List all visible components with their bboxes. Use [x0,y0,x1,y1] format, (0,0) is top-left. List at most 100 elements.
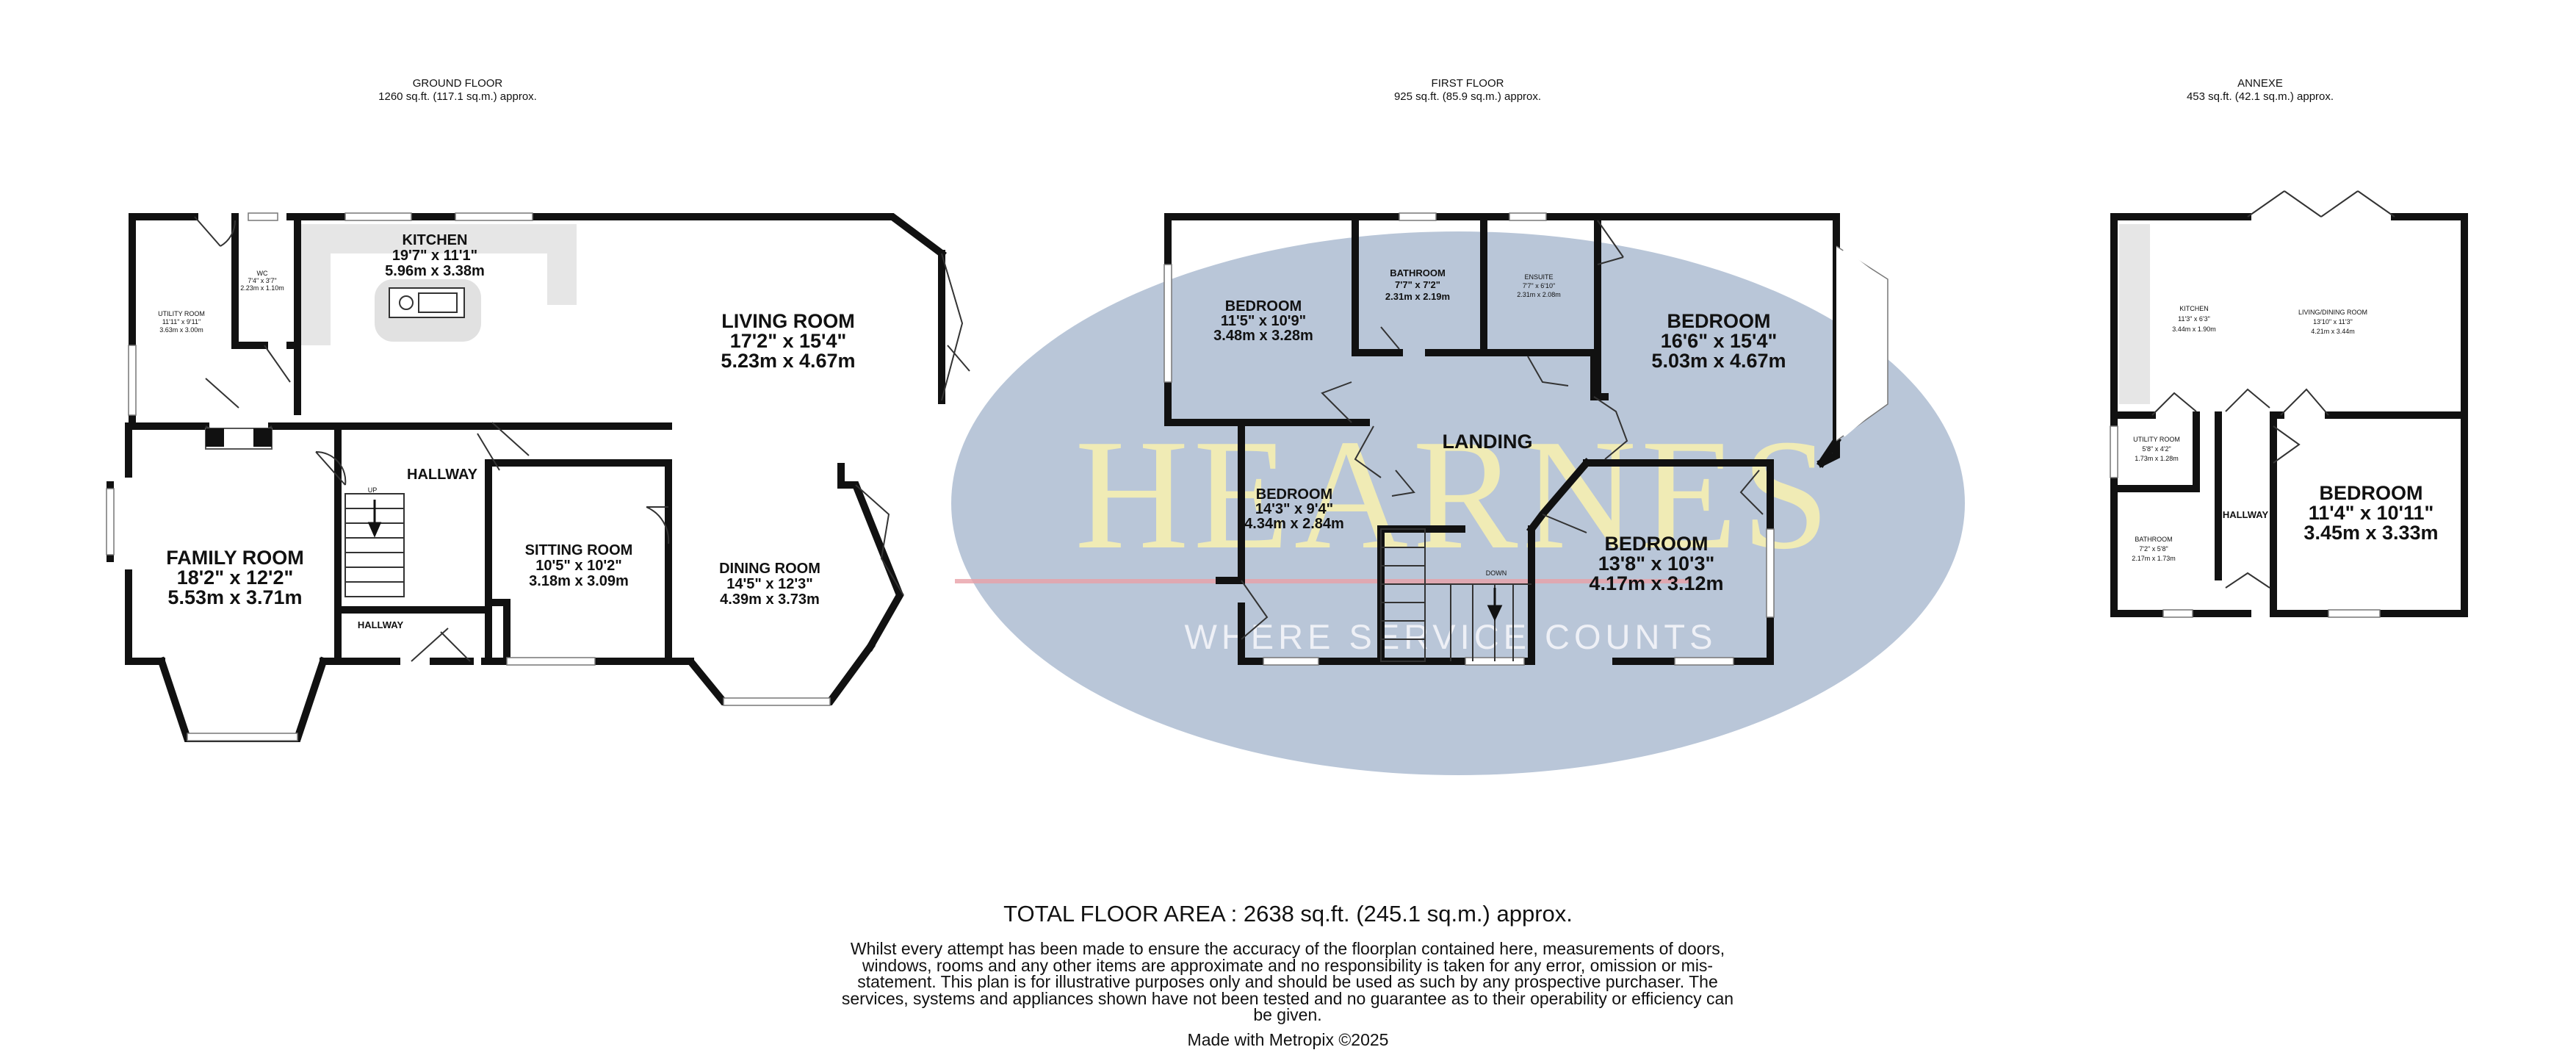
stair-arrow-icon [367,500,382,538]
wall [837,463,904,652]
room-metric-annexe-kitchen: 3.44m x 1.90m [2172,326,2216,333]
room-name-bedroom-1: BEDROOM [1225,298,1302,314]
wall [320,606,694,665]
room-name-hallway-small: HALLWAY [358,619,404,630]
watermark-rule [955,579,1689,583]
room-metric-kitchen: 5.96m x 3.38m [385,263,485,279]
window [187,733,298,741]
door-swing [194,216,237,247]
room-imperial-utility: 11'11" x 9'11" [162,318,201,326]
bifold-door [2247,190,2395,217]
watermark-brand: HEARNES [1075,406,1833,582]
annexe-title: ANNEXE [2237,77,2283,90]
kitchen-worktop [297,224,577,345]
door-swing [2151,392,2197,416]
room-name-sitting: SITTING ROOM [525,542,633,558]
stair-treads [1425,583,1531,661]
door-swing [855,484,904,596]
sink-bowl-icon [399,295,414,310]
watermark-ellipse [951,231,1965,775]
room-name-utility: UTILITY ROOM [158,310,205,317]
ground-floor-title: GROUND FLOOR [413,77,503,90]
room-imperial-wc: 7'4" x 3'7" [248,277,276,284]
room-metric-annexe-living: 4.21m x 3.44m [2311,328,2355,335]
door-swing [205,345,291,409]
wall [334,422,490,665]
room-imperial-bedroom-3: 14'3" x 9'4" [1255,501,1333,517]
room-metric-bathroom: 2.31m x 2.19m [1385,291,1450,302]
room-name-annexe-kitchen: KITCHEN [2179,305,2209,312]
room-name-hallway: HALLWAY [407,467,478,483]
annexe-plan: KITCHEN 11'3" x 6'3" 3.44m x 1.90m LIVIN… [2110,190,2468,618]
door-swing [1597,220,1624,265]
door-swing [1241,580,1269,640]
bay-window-glass [1842,248,1886,437]
window [1509,212,1547,221]
window [1263,657,1319,666]
door-swing [1321,326,1400,423]
room-metric-living: 5.23m x 4.67m [721,350,855,372]
room-imperial-annexe-living: 13'10" x 11'3" [2313,318,2353,326]
room-name-landing: LANDING [1443,431,1533,453]
door-swing [1391,470,1415,497]
room-name-living: LIVING ROOM [721,310,855,332]
wall [286,213,301,415]
room-imperial-living: 17'2" x 15'4" [730,330,847,352]
room-name-kitchen: KITCHEN [403,232,468,248]
door-swing [1593,396,1628,460]
wall [665,641,876,705]
window [1674,657,1734,666]
ground-floor-area: 1260 sq.ft. (117.1 sq.m.) approx. [378,90,537,103]
wall [156,656,328,742]
stairs-down-label: DOWN [1486,569,1507,577]
disclaimer-text: Whilst every attempt has been made to en… [841,939,1734,1024]
room-name-ensuite: ENSUITE [1524,273,1553,281]
stairs-icon [1380,528,1426,662]
made-with-credit: Made with Metropix ©2025 [1187,1030,1389,1049]
door-swing [411,627,471,662]
window [506,657,596,666]
room-name-family: FAMILY ROOM [166,547,304,569]
door-swing [1527,356,1569,386]
door-swing [941,253,970,401]
room-imperial-family: 18'2" x 12'2" [177,567,294,589]
room-name-annexe-living: LIVING/DINING ROOM [2298,309,2367,316]
wall [1480,213,1601,400]
window [1399,212,1437,221]
window [128,345,137,416]
room-imperial-annexe-kitchen: 11'3" x 6'3" [2178,315,2210,323]
room-imperial-annexe-utility: 5'8" x 4'2" [2142,445,2171,453]
window [106,488,115,555]
room-metric-wc: 2.23m x 1.10m [240,284,284,292]
total-floor-area: TOTAL FLOOR AREA : 2638 sq.ft. (245.1 sq… [1003,901,1573,927]
door-swing [2273,425,2301,464]
window [1163,264,1172,383]
window [344,212,412,221]
room-metric-ensuite: 2.31m x 2.08m [1517,291,1561,298]
stair-arrow-icon [1487,588,1503,622]
room-metric-family: 5.53m x 3.71m [167,586,302,608]
door-swing [315,450,347,486]
window [455,212,533,221]
wall [485,459,672,665]
room-imperial-ensuite: 7'7" x 6'10" [1523,282,1555,289]
room-name-bedroom-2: BEDROOM [1667,310,1771,332]
wall [107,422,165,665]
room-metric-bedroom-3: 4.34m x 2.84m [1244,516,1344,532]
door-swing [1739,470,1764,515]
door-swing [2280,388,2329,416]
door-swing [477,422,530,471]
stairs-up-label: UP [368,486,378,494]
room-name-annexe-bathroom: BATHROOM [2135,536,2172,543]
stair-treads [1381,547,1425,640]
fireplace-block [253,428,272,447]
first-floor-area: 925 sq.ft. (85.9 sq.m.) approx. [1394,90,1541,103]
door-swing [1542,514,1587,533]
annexe-area: 453 sq.ft. (42.1 sq.m.) approx. [2187,90,2334,103]
room-metric-annexe-bathroom: 2.17m x 1.73m [2132,555,2176,562]
door-swing [1354,425,1382,478]
ground-floor-plan: UP KITCHEN 19'7" x 11'1" 5.96m x 3.38m L… [106,212,970,742]
window [1766,528,1775,618]
window [723,697,831,706]
